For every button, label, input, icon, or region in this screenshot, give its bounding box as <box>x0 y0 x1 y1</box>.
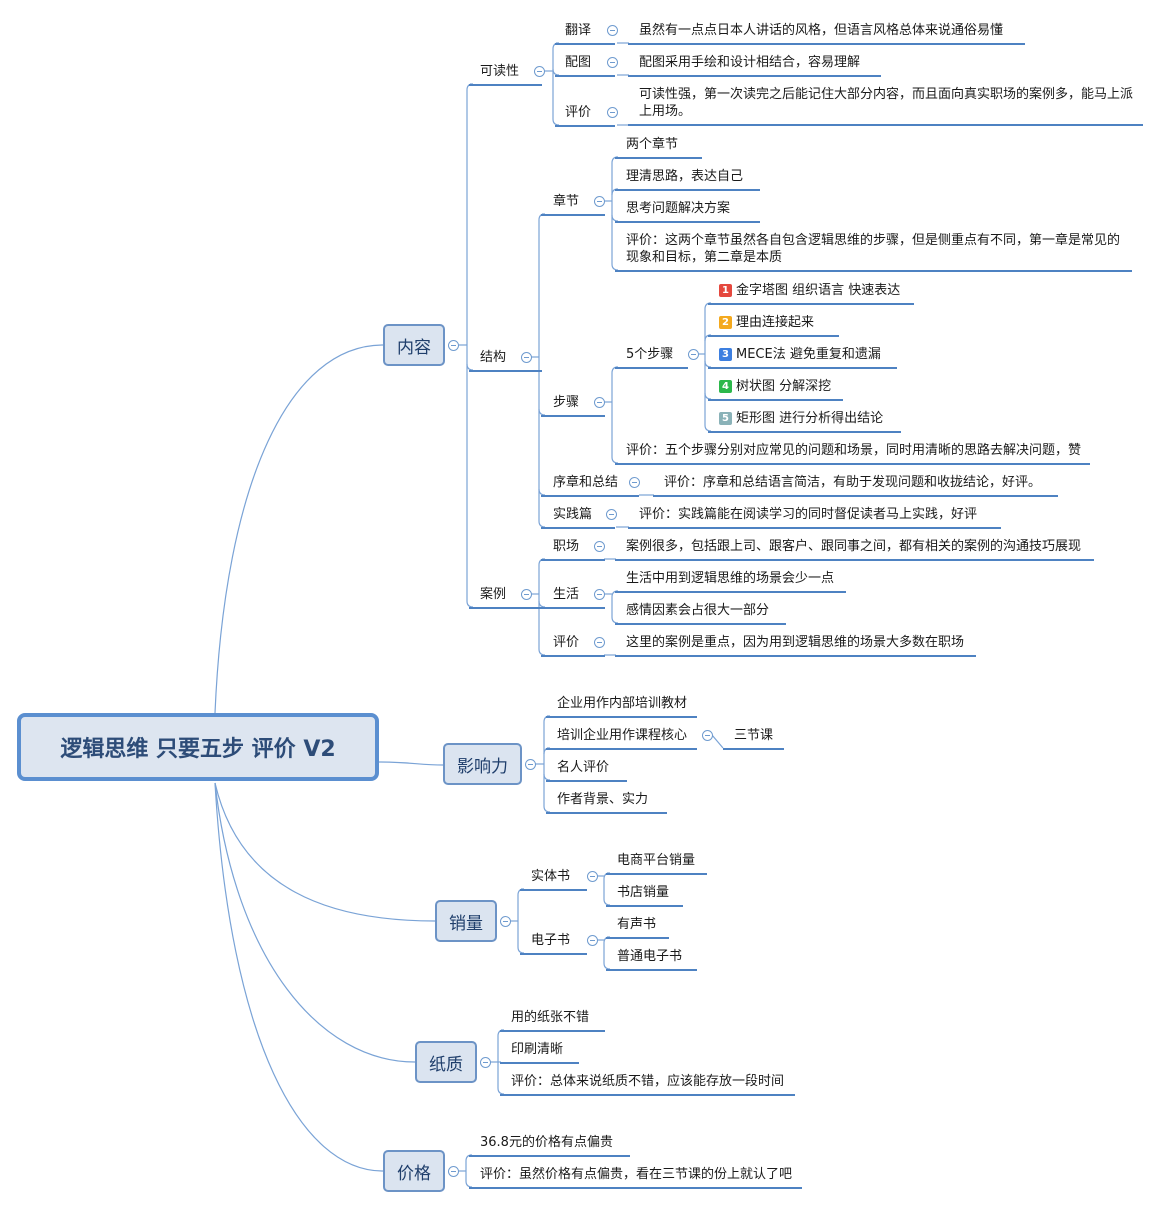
node-workplace[interactable]: 职场 <box>541 538 605 561</box>
node-illustration[interactable]: 配图 <box>555 54 615 77</box>
sales-item: 普通电子书 <box>606 948 697 971</box>
chapter-item: 思考问题解决方案 <box>615 200 760 223</box>
node-practice[interactable]: 实践篇 <box>541 506 615 529</box>
sales-item: 有声书 <box>606 916 669 939</box>
node-readability-review[interactable]: 评价 <box>555 104 615 127</box>
branch-influence-label: 影响力 <box>457 756 508 777</box>
collapse-toggle-icon[interactable] <box>587 871 598 882</box>
step-number-badge: 2 <box>719 316 732 329</box>
step-number-badge: 4 <box>719 380 732 393</box>
branch-paper[interactable]: 纸质 <box>415 1041 477 1083</box>
chapter-item: 理清思路，表达自己 <box>615 168 760 191</box>
step-item-5: 5 矩形图 进行分析得出结论 <box>708 410 901 433</box>
chapter-item: 两个章节 <box>615 136 702 159</box>
node-cases-review[interactable]: 评价 <box>541 634 605 657</box>
paper-item: 用的纸张不错 <box>500 1009 605 1032</box>
branch-paper-label: 纸质 <box>429 1054 463 1075</box>
step-item-1: 1 金字塔图 组织语言 快速表达 <box>708 282 914 305</box>
sales-item: 电商平台销量 <box>606 852 707 875</box>
collapse-toggle-icon[interactable] <box>629 477 640 488</box>
collapse-toggle-icon[interactable] <box>480 1057 491 1068</box>
influence-item: 名人评价 <box>546 759 627 782</box>
paper-item: 印刷清晰 <box>500 1041 579 1064</box>
step-item-3: 3 MECE法 避免重复和遗漏 <box>708 346 897 369</box>
workplace-text: 案例很多，包括跟上司、跟客户、跟同事之间，都有相关的案例的沟通技巧展现 <box>615 538 1094 561</box>
node-structure[interactable]: 结构 <box>469 349 542 372</box>
paper-review: 评价：总体来说纸质不错，应该能存放一段时间 <box>500 1073 795 1096</box>
node-cases[interactable]: 案例 <box>469 586 542 609</box>
collapse-toggle-icon[interactable] <box>688 349 699 360</box>
collapse-toggle-icon[interactable] <box>607 25 618 36</box>
step-item-2: 2 理由连接起来 <box>708 314 839 337</box>
illustration-text: 配图采用手绘和设计相结合，容易理解 <box>628 54 881 77</box>
branch-price-label: 价格 <box>397 1163 431 1184</box>
steps-review-text: 评价：五个步骤分别对应常见的问题和场景，同时用清晰的思路去解决问题，赞 <box>615 442 1090 465</box>
root-to-content-line <box>214 344 384 714</box>
node-life[interactable]: 生活 <box>541 586 605 609</box>
step-text: 树状图 分解深挖 <box>736 379 832 394</box>
influence-item: 企业用作内部培训教材 <box>546 695 697 718</box>
collapse-toggle-icon[interactable] <box>448 340 459 351</box>
root-title: 逻辑思维 只要五步 评价 V2 <box>60 737 336 762</box>
root-to-paper-line <box>214 782 416 1063</box>
influence-item: 作者背景、实力 <box>546 791 667 814</box>
step-text: MECE法 避免重复和遗漏 <box>736 347 881 362</box>
branch-content[interactable]: 内容 <box>383 324 445 366</box>
branch-sales[interactable]: 销量 <box>435 900 497 942</box>
collapse-toggle-icon[interactable] <box>594 196 605 207</box>
collapse-toggle-icon[interactable] <box>587 935 598 946</box>
root-to-influence-line <box>378 761 444 766</box>
root-topic[interactable]: 逻辑思维 只要五步 评价 V2 <box>17 713 379 781</box>
life-item: 生活中用到逻辑思维的场景会少一点 <box>615 570 846 593</box>
root-to-sales-line <box>214 782 436 922</box>
collapse-toggle-icon[interactable] <box>448 1166 459 1177</box>
collapse-toggle-icon[interactable] <box>500 916 511 927</box>
influence-item-training[interactable]: 培训企业用作课程核心 <box>546 727 697 750</box>
collapse-toggle-icon[interactable] <box>594 637 605 648</box>
sales-item: 书店销量 <box>606 884 683 907</box>
step-text: 理由连接起来 <box>736 315 815 330</box>
practice-text: 评价：实践篇能在阅读学习的同时督促读者马上实践，好评 <box>628 506 1001 529</box>
step-number-badge: 1 <box>719 284 732 297</box>
step-text: 金字塔图 组织语言 快速表达 <box>736 283 901 298</box>
collapse-toggle-icon[interactable] <box>607 57 618 68</box>
node-five-steps[interactable]: 5个步骤 <box>615 346 688 369</box>
collapse-toggle-icon[interactable] <box>702 730 713 741</box>
collapse-toggle-icon[interactable] <box>606 509 617 520</box>
root-to-price-line <box>214 782 384 1172</box>
connector-line <box>711 734 724 749</box>
step-item-4: 4 树状图 分解深挖 <box>708 378 843 401</box>
collapse-toggle-icon[interactable] <box>594 397 605 408</box>
readability-review-text: 可读性强，第一次读完之后能记住大部分内容，而且面向真实职场的案例多，能马上派上用… <box>628 86 1143 126</box>
node-readability[interactable]: 可读性 <box>469 63 542 86</box>
collapse-toggle-icon[interactable] <box>521 352 532 363</box>
branch-sales-label: 销量 <box>449 913 483 934</box>
step-number-badge: 5 <box>719 412 732 425</box>
step-text: 矩形图 进行分析得出结论 <box>736 411 884 426</box>
branch-content-label: 内容 <box>397 337 431 358</box>
collapse-toggle-icon[interactable] <box>594 589 605 600</box>
node-physical-book[interactable]: 实体书 <box>520 868 587 891</box>
price-review: 评价：虽然价格有点偏贵，看在三节课的份上就认了吧 <box>469 1166 802 1189</box>
life-item: 感情因素会占很大一部分 <box>615 602 786 625</box>
node-prologue[interactable]: 序章和总结 <box>541 474 639 497</box>
collapse-toggle-icon[interactable] <box>525 759 536 770</box>
collapse-toggle-icon[interactable] <box>534 66 545 77</box>
collapse-toggle-icon[interactable] <box>521 589 532 600</box>
node-chapters[interactable]: 章节 <box>541 193 605 216</box>
cases-review-text: 这里的案例是重点，因为用到逻辑思维的场景大多数在职场 <box>615 634 976 657</box>
chapters-review-text: 评价：这两个章节虽然各自包含逻辑思维的步骤，但是侧重点有不同，第一章是常见的现象… <box>615 232 1132 272</box>
branch-influence[interactable]: 影响力 <box>443 743 522 785</box>
collapse-toggle-icon[interactable] <box>607 107 618 118</box>
collapse-toggle-icon[interactable] <box>594 541 605 552</box>
price-item: 36.8元的价格有点偏贵 <box>469 1134 630 1157</box>
branch-price[interactable]: 价格 <box>383 1150 445 1192</box>
step-number-badge: 3 <box>719 348 732 361</box>
node-ebook[interactable]: 电子书 <box>520 932 587 955</box>
node-steps[interactable]: 步骤 <box>541 394 605 417</box>
node-translation[interactable]: 翻译 <box>555 22 615 45</box>
prologue-text: 评价：序章和总结语言简洁，有助于发现问题和收拢结论，好评。 <box>653 474 1058 497</box>
translation-text: 虽然有一点点日本人讲话的风格，但语言风格总体来说通俗易懂 <box>628 22 1025 45</box>
influence-sub-item: 三节课 <box>723 727 784 750</box>
